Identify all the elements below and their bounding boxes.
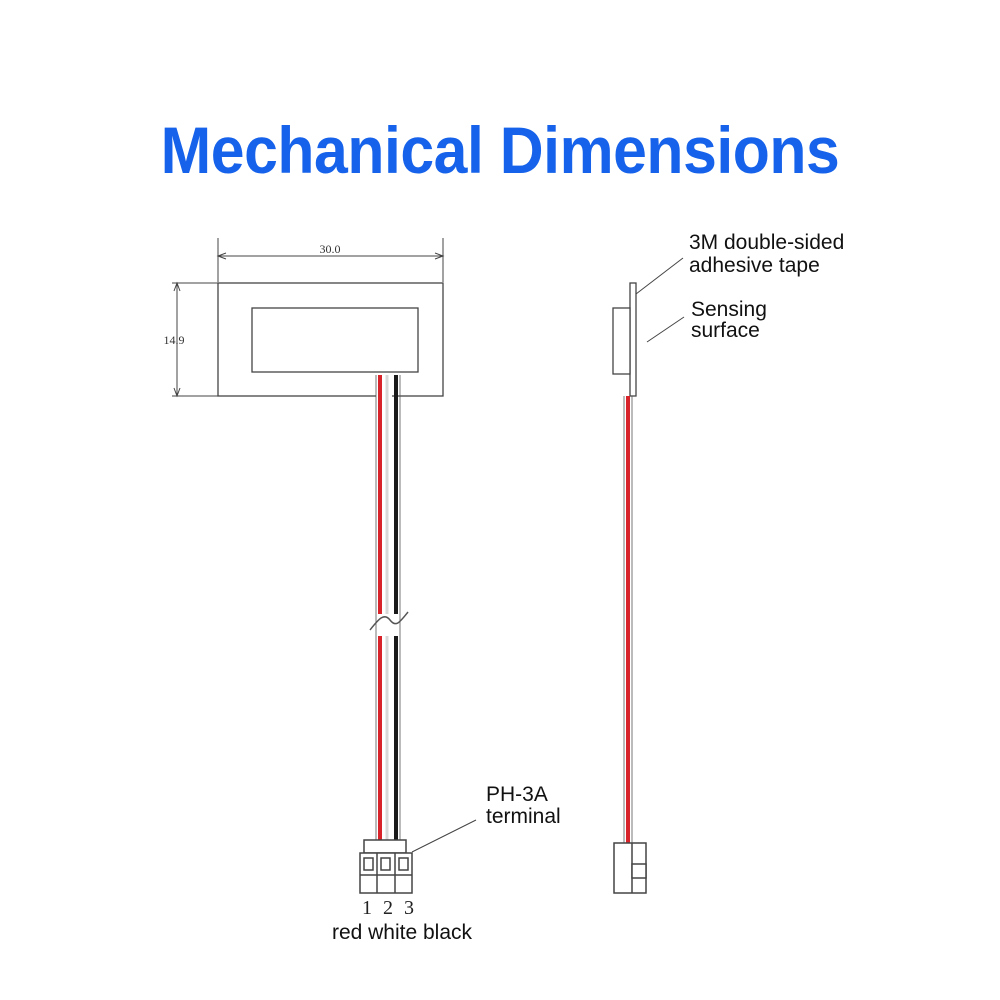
width-dimension bbox=[216, 238, 445, 282]
terminal-label-line1: PH-3A bbox=[486, 783, 548, 806]
cable-front bbox=[369, 375, 409, 845]
sensing-window bbox=[251, 307, 419, 373]
cable-break-mark bbox=[369, 611, 409, 631]
pin-3-label: 3 bbox=[404, 897, 414, 919]
page-title: Mechanical Dimensions bbox=[160, 113, 840, 187]
height-dimension bbox=[172, 281, 218, 398]
terminal-label-line2: terminal bbox=[486, 805, 561, 828]
terminal-leader-line bbox=[411, 819, 477, 853]
tape-label-line2: adhesive tape bbox=[689, 254, 820, 277]
sensor-side-view bbox=[612, 282, 637, 397]
sensing-leader-line bbox=[646, 316, 685, 343]
cable-side bbox=[623, 396, 633, 845]
connector-side bbox=[613, 842, 647, 894]
tape-label-line1: 3M double-sided bbox=[689, 231, 844, 254]
pin-1-label: 1 bbox=[362, 897, 372, 919]
wire-colors-label: red white black bbox=[332, 921, 473, 944]
connector-front bbox=[359, 839, 413, 894]
width-value: 30.0 bbox=[320, 242, 341, 256]
sensing-label-line1: Sensing bbox=[691, 298, 767, 321]
pin-2-label: 2 bbox=[383, 897, 393, 919]
tape-leader-line bbox=[635, 257, 684, 295]
sensor-outline bbox=[217, 282, 444, 397]
height-value: 14.9 bbox=[164, 333, 185, 347]
sensing-label-line2: surface bbox=[691, 319, 760, 342]
